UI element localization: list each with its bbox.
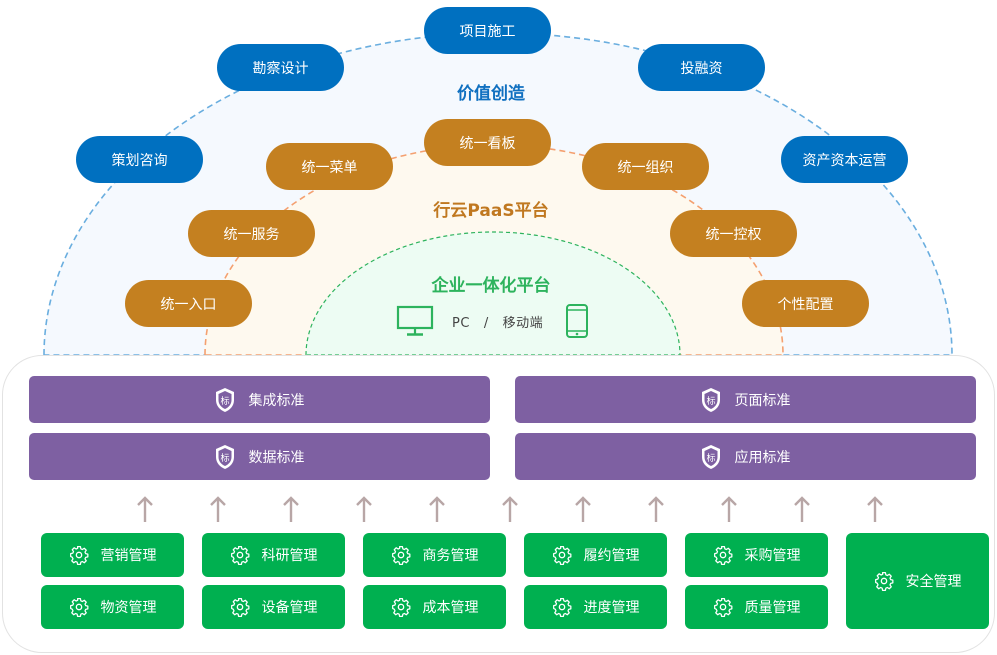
module-quality[interactable]: 质量管理 [685,585,828,629]
module-marketing[interactable]: 营销管理 [41,533,184,577]
value-item-investment-financing[interactable]: 投融资 [638,44,765,91]
paas-item-unified-menu[interactable]: 统一菜单 [266,143,393,190]
module-label: 成本管理 [422,600,479,616]
gear-icon [713,597,733,617]
standard-page[interactable]: 标 页面标准 [515,376,976,423]
module-label: 采购管理 [744,548,801,564]
module-equipment[interactable]: 设备管理 [202,585,345,629]
inner-layer-title: 企业一体化平台 [431,276,551,296]
module-label: 物资管理 [100,600,157,616]
gear-icon [69,597,89,617]
module-cost[interactable]: 成本管理 [363,585,506,629]
gear-icon [230,597,250,617]
value-item-asset-capital-operation[interactable]: 资产资本运营 [781,136,908,183]
standard-integration[interactable]: 标 集成标准 [29,376,490,423]
outer-layer-title: 价值创造 [457,84,525,104]
value-item-planning-consulting[interactable]: 策划咨询 [76,136,203,183]
value-item-project-construction[interactable]: 项目施工 [424,7,551,54]
svg-text:标: 标 [706,452,715,464]
value-item-survey-design[interactable]: 勘察设计 [217,44,344,91]
standard-label: 数据标准 [248,449,305,466]
gear-icon [713,545,733,565]
pill-label: 勘察设计 [252,60,309,77]
up-arrow-icon [865,495,885,523]
up-arrow-icon [135,495,155,523]
paas-item-unified-entry[interactable]: 统一入口 [125,280,252,327]
mobile-phone-icon [565,303,589,339]
device-row: PC / 移动端 [396,303,589,339]
up-arrow-icon [208,495,228,523]
monitor-icon [396,305,434,337]
module-label: 安全管理 [905,574,962,590]
up-arrow-icon [573,495,593,523]
up-arrow-icon [281,495,301,523]
middle-layer-title: 行云PaaS平台 [433,201,549,221]
pill-label: 统一控权 [705,226,762,243]
svg-text:标: 标 [706,395,715,407]
pill-label: 投融资 [680,60,723,77]
pc-label: PC [452,315,470,331]
gear-icon [230,545,250,565]
module-label: 商务管理 [422,548,479,564]
standard-label: 页面标准 [734,392,791,409]
mobile-label: 移动端 [502,315,544,331]
module-research[interactable]: 科研管理 [202,533,345,577]
module-label: 营销管理 [100,548,157,564]
up-arrow-icon [646,495,666,523]
shield-standard-icon: 标 [215,444,235,470]
pill-label: 项目施工 [459,23,516,40]
up-arrow-icon [500,495,520,523]
pill-label: 个性配置 [777,296,834,313]
paas-item-unified-service[interactable]: 统一服务 [188,210,315,257]
shield-standard-icon: 标 [701,444,721,470]
standard-label: 集成标准 [248,392,305,409]
paas-item-unified-dashboard[interactable]: 统一看板 [424,119,551,166]
module-materials[interactable]: 物资管理 [41,585,184,629]
gear-icon [874,571,894,591]
up-arrow-icon [719,495,739,523]
pill-label: 资产资本运营 [802,152,887,169]
module-procurement[interactable]: 采购管理 [685,533,828,577]
up-arrow-icon [792,495,812,523]
device-separator: / [483,315,489,331]
gear-icon [552,545,572,565]
shield-standard-icon: 标 [215,387,235,413]
pill-label: 统一看板 [459,135,516,152]
svg-text:标: 标 [220,452,229,464]
module-label: 履约管理 [583,548,640,564]
paas-item-unified-organization[interactable]: 统一组织 [582,143,709,190]
module-safety[interactable]: 安全管理 [846,533,989,629]
standard-data[interactable]: 标 数据标准 [29,433,490,480]
paas-item-personalized-config[interactable]: 个性配置 [742,280,869,327]
device-label: PC / 移动端 [452,312,543,331]
paas-item-unified-permission[interactable]: 统一控权 [670,210,797,257]
up-arrow-icon [427,495,447,523]
up-arrow-icon [354,495,374,523]
module-performance[interactable]: 履约管理 [524,533,667,577]
pill-label: 统一组织 [617,159,674,176]
standard-label: 应用标准 [734,449,791,466]
gear-icon [391,597,411,617]
pill-label: 统一服务 [223,226,280,243]
shield-standard-icon: 标 [701,387,721,413]
svg-text:标: 标 [220,395,229,407]
pill-label: 统一菜单 [301,159,358,176]
gear-icon [69,545,89,565]
standard-application[interactable]: 标 应用标准 [515,433,976,480]
gear-icon [391,545,411,565]
module-label: 设备管理 [261,600,318,616]
platform-arcs [43,32,953,356]
module-label: 质量管理 [744,600,801,616]
module-business[interactable]: 商务管理 [363,533,506,577]
pill-label: 统一入口 [160,296,217,313]
pill-label: 策划咨询 [111,152,168,169]
module-label: 科研管理 [261,548,318,564]
module-label: 进度管理 [583,600,640,616]
gear-icon [552,597,572,617]
module-progress[interactable]: 进度管理 [524,585,667,629]
